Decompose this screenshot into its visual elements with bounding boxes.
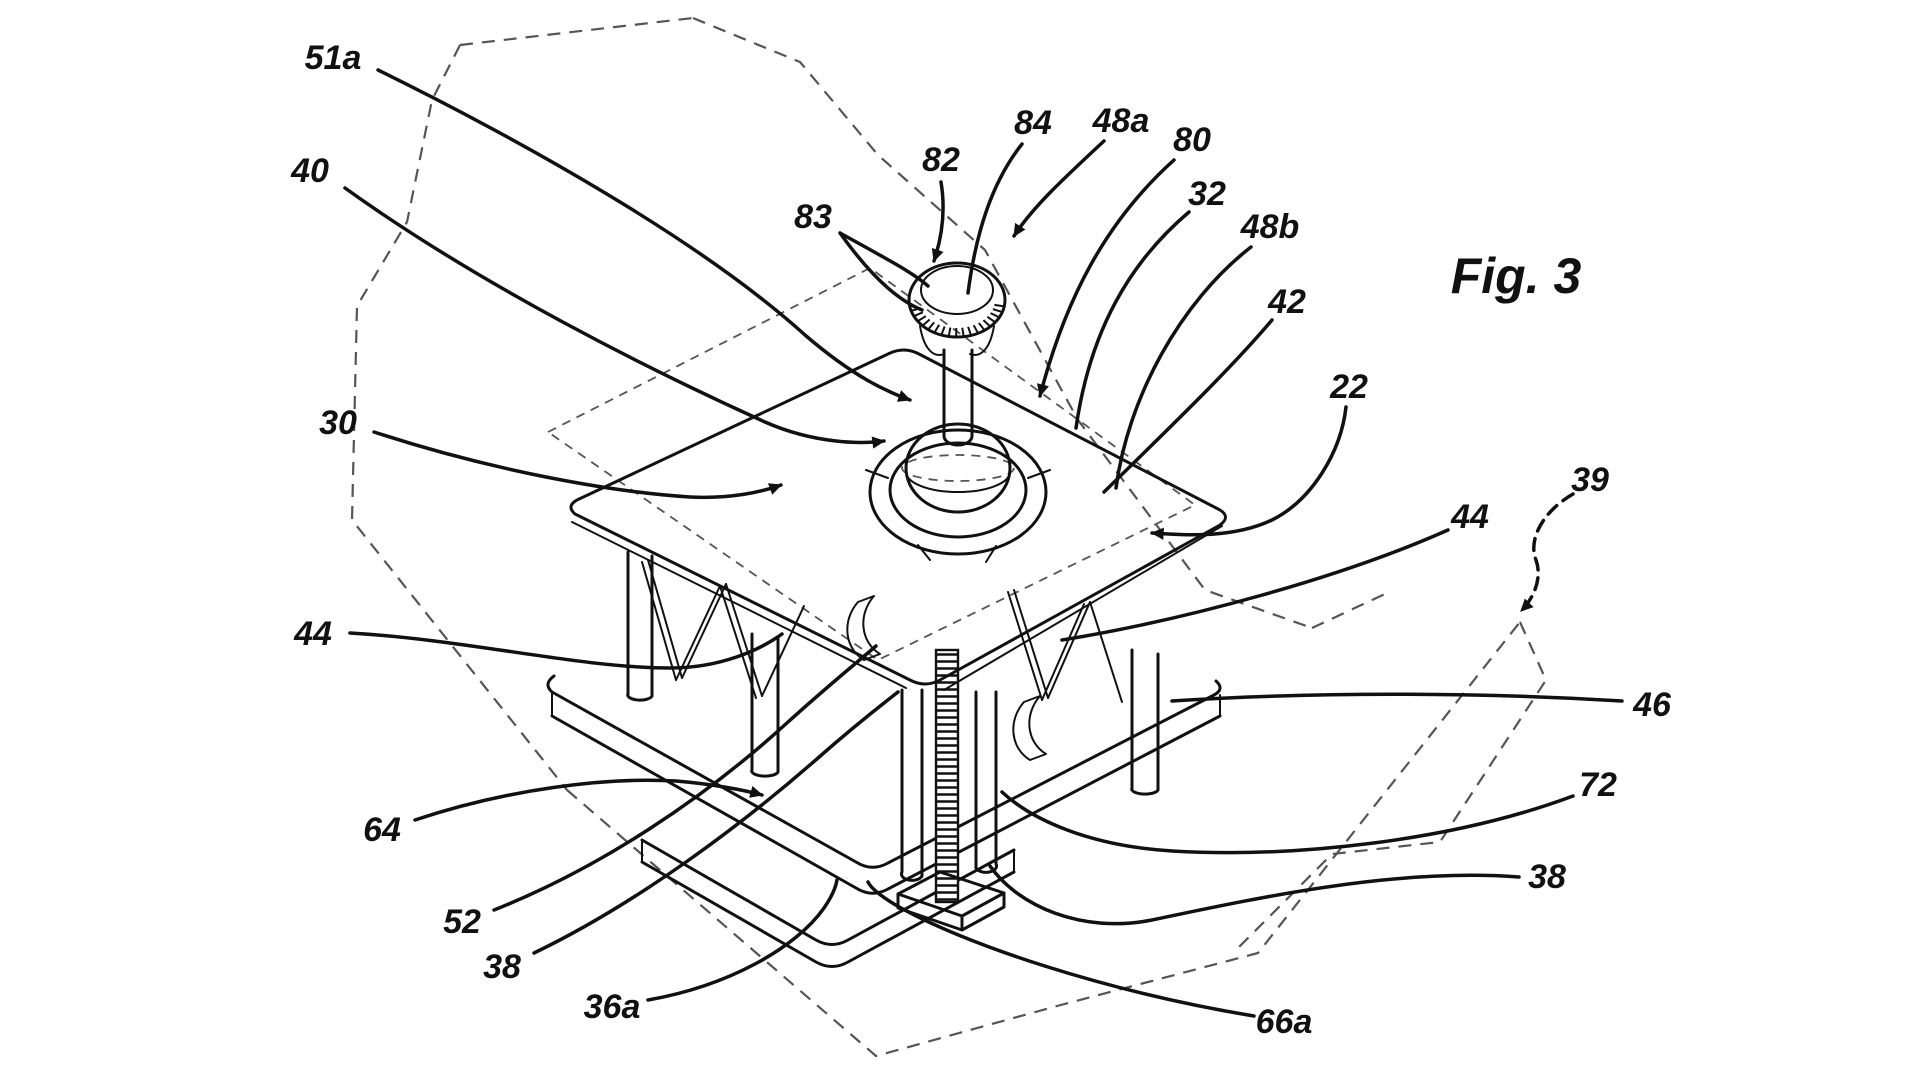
- ref-label-30: 30: [319, 404, 357, 442]
- leader-line-40: [343, 186, 886, 449]
- leader-line-82: [931, 180, 945, 263]
- leader-lines: [343, 68, 1624, 1018]
- knurled-knob: [907, 261, 1007, 339]
- ref-label-52: 52: [443, 903, 481, 941]
- knurl-tick: [986, 316, 996, 324]
- phantom-left-boundary: [350, 44, 568, 791]
- flexure-truss-right: [1007, 589, 1123, 703]
- leader-line-80: [1037, 158, 1176, 398]
- ref-label-38L: 38: [483, 948, 521, 986]
- knurl-tick: [972, 324, 979, 334]
- knurl-tick: [961, 327, 965, 337]
- leader-line-51a: [376, 68, 912, 402]
- ref-label-46: 46: [1632, 686, 1672, 724]
- ref-label-44R: 44: [1450, 498, 1489, 536]
- flexure-truss-left: [641, 559, 805, 699]
- knurl-tick: [978, 322, 986, 331]
- mechanism-drawing: [546, 261, 1227, 968]
- ref-label-83: 83: [794, 198, 832, 236]
- ref-label-39: 39: [1571, 461, 1609, 499]
- ref-label-48b: 48b: [1240, 208, 1300, 246]
- knurl-tick: [940, 326, 946, 336]
- ref-label-84: 84: [1014, 104, 1052, 142]
- leader-line-84: [966, 142, 1024, 295]
- clamp-brackets: [846, 595, 1047, 761]
- knurl-tick: [990, 312, 1000, 319]
- knurl-tick: [992, 308, 1003, 314]
- foot-pad: [896, 870, 1006, 932]
- figure-title: Fig. 3: [1451, 248, 1582, 304]
- ref-label-38R: 38: [1528, 858, 1566, 896]
- stem: [919, 325, 995, 447]
- leader-line-52: [492, 644, 878, 912]
- knurl-tick: [917, 315, 927, 323]
- top-plate: [569, 348, 1227, 691]
- threaded-rod: [934, 648, 960, 904]
- leader-line-38R: [988, 864, 1521, 926]
- guide-posts: [899, 688, 999, 882]
- leader-line-46: [1170, 692, 1624, 703]
- knurl-tick: [967, 326, 972, 336]
- leader-line-66a: [866, 880, 1256, 1018]
- phantom-bottom-boundary: [566, 621, 1521, 1058]
- leader-line-38L: [532, 690, 900, 955]
- knurl-tick: [933, 324, 941, 334]
- knurl-tick: [994, 303, 1005, 308]
- ref-label-42: 42: [1267, 283, 1306, 321]
- ref-label-64: 64: [363, 811, 401, 849]
- ref-label-82: 82: [922, 141, 960, 179]
- ref-label-36a: 36a: [584, 988, 641, 1026]
- phantom-plate-envelope: [546, 266, 1197, 662]
- dome-joint: [865, 422, 1051, 563]
- leader-line-32: [1074, 210, 1191, 430]
- base-pedestal: [640, 838, 1016, 968]
- ref-label-72: 72: [1579, 766, 1617, 804]
- ref-label-80: 80: [1173, 121, 1211, 159]
- leader-line-72: [1000, 790, 1575, 855]
- knurl-tick: [927, 321, 935, 331]
- phantom-top-edge: [459, 16, 694, 47]
- leader-line-42: [1102, 318, 1274, 494]
- leader-line-22: [1150, 405, 1348, 540]
- ref-label-44L: 44: [293, 615, 332, 653]
- knurl-tick: [982, 319, 992, 328]
- ref-label-48a: 48a: [1092, 102, 1150, 140]
- leader-line-48b: [1114, 245, 1253, 490]
- leader-line-48a: [1012, 139, 1106, 238]
- ref-label-32: 32: [1188, 175, 1226, 213]
- phantom-outline: [350, 16, 1548, 1058]
- phantom-dome-centerline: [901, 454, 1015, 482]
- ref-label-22: 22: [1329, 368, 1368, 406]
- knurl-tick: [921, 318, 931, 327]
- knurl-tick: [913, 311, 924, 318]
- knurl-tick: [947, 327, 952, 337]
- ref-label-40: 40: [290, 152, 329, 190]
- ref-label-66a: 66a: [1256, 1003, 1313, 1041]
- leader-line-44L: [348, 631, 784, 670]
- leader-line-39: [1519, 492, 1575, 613]
- ref-label-51a: 51a: [305, 39, 362, 77]
- leader-line-83: [838, 231, 930, 312]
- phantom-corner-notch: [1311, 593, 1386, 629]
- base-plate: [546, 674, 1222, 895]
- phantom-topright-diagonal: [692, 16, 1313, 630]
- leader-line-64: [413, 778, 764, 822]
- leader-line-30: [372, 430, 783, 500]
- leader-line-44R: [1060, 528, 1450, 642]
- leader-line-36a: [646, 878, 839, 1002]
